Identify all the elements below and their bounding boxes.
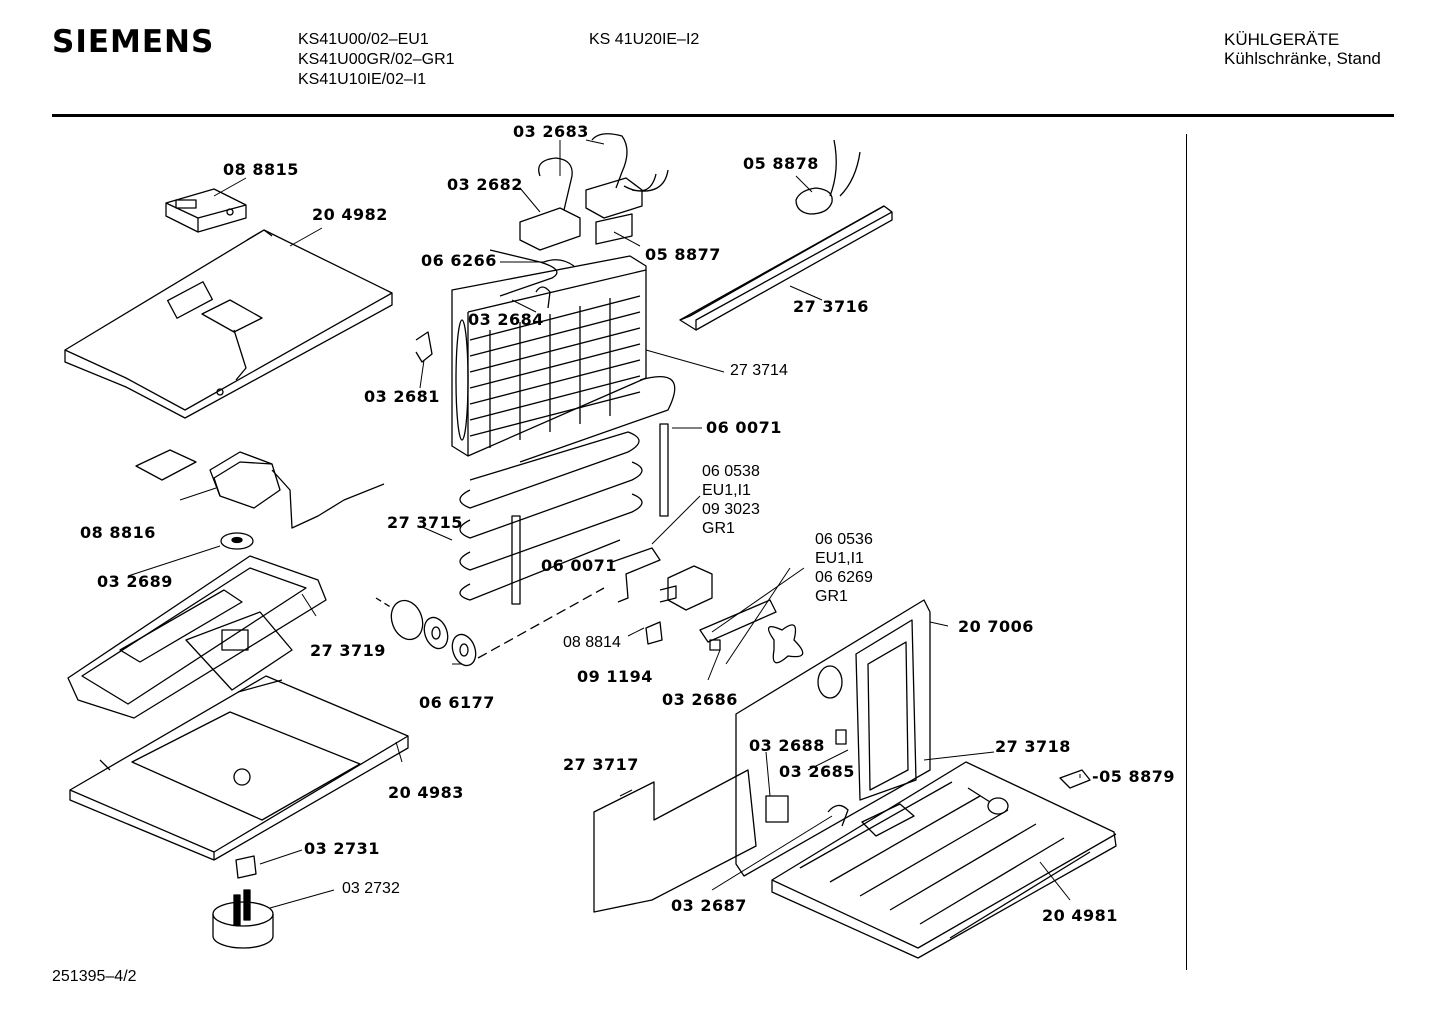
- part-thermal-switch: [795, 139, 861, 215]
- model-list: KS41U00/02–EU1 KS41U00GR/02–GR1 KS41U10I…: [298, 30, 455, 90]
- part-label: 08 8815: [223, 160, 299, 179]
- part-label: 06 0071: [706, 418, 782, 437]
- part-label-group: 06 0538 EU1,I1 09 3023 GR1: [702, 462, 760, 538]
- part-insulation-sheet: [593, 769, 757, 913]
- category: KÜHLGERÄTE Kühlschränke, Stand: [1224, 30, 1381, 68]
- part-label: 06 0538: [702, 463, 760, 480]
- part-strip: [511, 515, 521, 605]
- part-label: 03 2685: [779, 762, 855, 781]
- part-wire-harness: [489, 133, 669, 297]
- part-label: 06 0536: [815, 531, 873, 548]
- part-fan-blade: [767, 624, 804, 664]
- part-label: 03 2731: [304, 839, 380, 858]
- part-label: EU1,I1: [815, 550, 864, 567]
- category-subtitle: Kühlschränke, Stand: [1224, 49, 1381, 68]
- part-spring-clip: [827, 804, 849, 827]
- part-base-tray: [69, 675, 409, 861]
- part-lamp-bracket: [165, 188, 247, 233]
- part-label: 20 4982: [312, 205, 388, 224]
- part-label: 03 2689: [97, 572, 173, 591]
- part-holder-clip: [535, 286, 551, 309]
- part-label: 20 4981: [1042, 906, 1118, 925]
- part-label-group: 06 0536 EU1,I1 06 6269 GR1: [815, 530, 873, 606]
- part-label: 08 8814: [563, 634, 621, 651]
- part-label: 03 2682: [447, 175, 523, 194]
- part-evaporator: [451, 255, 676, 463]
- part-label: 06 6266: [421, 251, 497, 270]
- margin-rule: [1186, 134, 1187, 970]
- part-condenser-coil: [459, 431, 643, 601]
- part-label: GR1: [815, 588, 848, 605]
- part-label: GR1: [702, 520, 735, 537]
- part-top-cover: [64, 229, 393, 419]
- brand-logo: SIEMENS: [52, 24, 215, 60]
- category-title: KÜHLGERÄTE: [1224, 30, 1340, 49]
- part-label: 09 3023: [702, 501, 760, 518]
- part-holder-clip: [415, 331, 433, 363]
- header-rule: [52, 114, 1394, 117]
- part-label: 06 6177: [419, 693, 495, 712]
- part-label: 03 2688: [749, 736, 825, 755]
- part-spring: [1059, 769, 1091, 789]
- part-small-clip: [645, 621, 663, 645]
- part-thermostat: [135, 449, 385, 529]
- part-control-knob: [212, 889, 274, 949]
- part-fan-housing: [735, 599, 931, 877]
- part-fan-bracket: [699, 599, 777, 651]
- part-label: 08 8816: [80, 523, 156, 542]
- part-label: 20 4983: [388, 783, 464, 802]
- part-label: EU1,I1: [702, 482, 751, 499]
- part-label: 27 3715: [387, 513, 463, 532]
- part-bracket: [611, 547, 661, 603]
- part-label: 03 2681: [364, 387, 440, 406]
- part-label: 27 3718: [995, 737, 1071, 756]
- part-clip: [235, 855, 257, 879]
- part-fan-motor: [659, 565, 713, 611]
- part-rail: [679, 205, 893, 331]
- part-label: 27 3714: [730, 362, 788, 379]
- document-number: 251395–4/2: [52, 968, 137, 985]
- part-label: 03 2683: [513, 122, 589, 141]
- model-code: KS 41U20IE–I2: [589, 31, 700, 48]
- part-tray: [67, 555, 327, 719]
- part-label: 06 6269: [815, 569, 873, 586]
- part-spacer-set: [375, 587, 605, 667]
- part-label: 03 2686: [662, 690, 738, 709]
- part-label: 09 1194: [577, 667, 653, 686]
- model-code: KS41U10IE/02–I1: [298, 71, 427, 88]
- part-label: -05 8879: [1092, 767, 1176, 786]
- part-screw: [967, 787, 1009, 815]
- part-label: 03 2732: [342, 880, 400, 897]
- part-label: 03 2684: [468, 310, 544, 329]
- part-label: 05 8877: [645, 245, 721, 264]
- part-label: 20 7006: [958, 617, 1034, 636]
- model-code: KS41U00GR/02–GR1: [298, 51, 455, 68]
- part-strip: [659, 423, 669, 517]
- part-grille: [771, 761, 1117, 959]
- leader-lines: [127, 139, 1081, 909]
- part-label: 27 3717: [563, 755, 639, 774]
- part-label: 05 8878: [743, 154, 819, 173]
- model-code: KS41U00/02–EU1: [298, 31, 429, 48]
- part-knob-disc: [220, 532, 254, 550]
- part-label: 03 2687: [671, 896, 747, 915]
- part-label: 27 3719: [310, 641, 386, 660]
- part-label: 27 3716: [793, 297, 869, 316]
- part-label: 06 0071: [541, 556, 617, 575]
